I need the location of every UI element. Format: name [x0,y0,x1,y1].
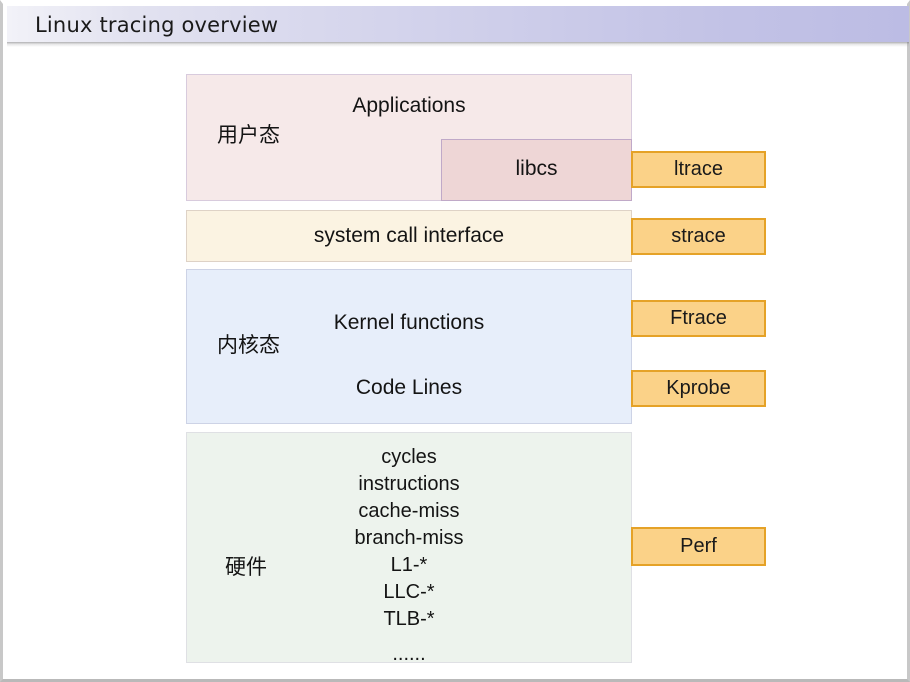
tool-chip-perf[interactable]: Perf [631,527,766,566]
hardware-event-item: L1-* [390,554,428,576]
layer-text-syscall-interface: system call interface [313,224,505,247]
layer-text-applications: Applications [352,94,466,117]
tool-chip-ltrace[interactable]: ltrace [631,151,766,188]
hardware-event-item: cache-miss [358,500,460,522]
hardware-event-list: cycles instructions cache-miss branch-mi… [186,444,632,668]
title-bar-shadow [7,42,909,47]
layer-hardware [186,432,632,663]
hardware-event-item: branch-miss [354,527,464,549]
layer-text-code-lines: Code Lines [355,376,463,399]
slide-title-bar: Linux tracing overview [7,6,909,42]
hardware-event-item: LLC-* [383,581,435,603]
layer-label-hardware: 硬件 [225,555,267,579]
hardware-event-item: ...... [392,643,426,665]
tool-chip-ftrace[interactable]: Ftrace [631,300,766,337]
hardware-event-item: instructions [358,473,460,495]
layer-kernel-space [186,269,632,424]
layer-syscall-interface [186,210,632,262]
hardware-event-item: TLB-* [383,608,435,630]
sub-layer-libcs [441,139,632,201]
layer-label-user-space: 用户态 [217,123,280,147]
hardware-event-item: cycles [381,446,437,468]
layer-label-kernel-space: 内核态 [217,333,280,357]
sub-layer-label-libcs: libcs [515,157,558,180]
tool-chip-kprobe[interactable]: Kprobe [631,370,766,407]
slide-title: Linux tracing overview [35,13,279,37]
tool-chip-strace[interactable]: strace [631,218,766,255]
layer-text-kernel-functions: Kernel functions [333,311,485,334]
